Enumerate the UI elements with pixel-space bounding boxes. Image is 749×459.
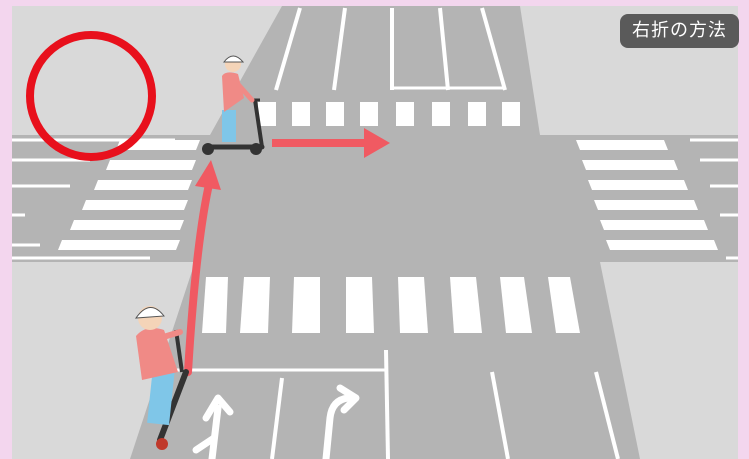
title-badge: 右折の方法: [620, 14, 739, 48]
